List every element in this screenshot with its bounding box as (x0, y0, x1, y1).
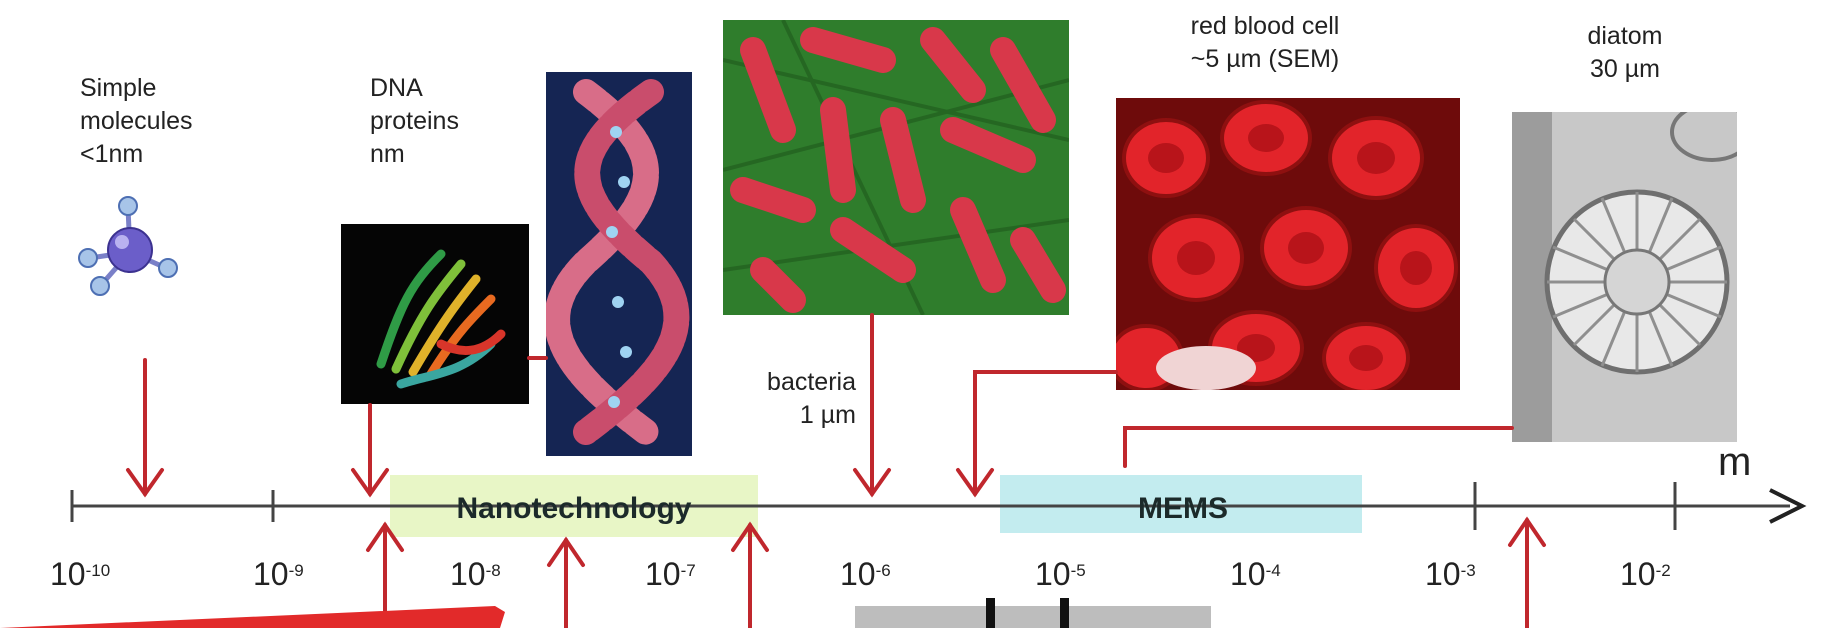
tick-label-1e-2: 10-2 (1620, 556, 1671, 592)
tick-exp: -9 (289, 561, 304, 580)
tick-label-1e-7: 10-7 (645, 556, 696, 592)
tick-base: 10 (253, 556, 289, 592)
tick-labels: 10-10 10-9 10-8 10-7 10-6 10-5 10-4 10-3… (50, 556, 1671, 592)
tick-label-1e-5: 10-5 (1035, 556, 1086, 592)
tick-exp: -4 (1266, 561, 1281, 580)
tick-exp: -6 (876, 561, 891, 580)
tick-exp: -10 (86, 561, 111, 580)
tick-label-1e-4: 10-4 (1230, 556, 1281, 592)
bottom-strip (855, 606, 1211, 628)
arrow-diatom (1125, 428, 1512, 466)
unit-label: m (1718, 440, 1751, 484)
tick-base: 10 (1035, 556, 1071, 592)
tick-base: 10 (1620, 556, 1656, 592)
tick-base: 10 (1425, 556, 1461, 592)
tick-base: 10 (50, 556, 86, 592)
mems-label: MEMS (1138, 492, 1228, 525)
tick-label-1e-6: 10-6 (840, 556, 891, 592)
tick-label-1e-9: 10-9 (253, 556, 304, 592)
tick-label-1e-3: 10-3 (1425, 556, 1476, 592)
bottom-mark (986, 598, 995, 628)
tick-exp: -8 (486, 561, 501, 580)
tick-base: 10 (645, 556, 681, 592)
bottom-red-shape (0, 606, 505, 628)
pointer-arrows (128, 315, 1544, 628)
tick-label-1e-10: 10-10 (50, 556, 110, 592)
tick-base: 10 (840, 556, 876, 592)
bottom-mark (1060, 598, 1069, 628)
tick-exp: -7 (681, 561, 696, 580)
tick-base: 10 (450, 556, 486, 592)
tick-exp: -3 (1461, 561, 1476, 580)
tick-base: 10 (1230, 556, 1266, 592)
tick-exp: -5 (1071, 561, 1086, 580)
nanotechnology-label: Nanotechnology (456, 492, 691, 525)
tick-exp: -2 (1656, 561, 1671, 580)
tick-label-1e-8: 10-8 (450, 556, 501, 592)
